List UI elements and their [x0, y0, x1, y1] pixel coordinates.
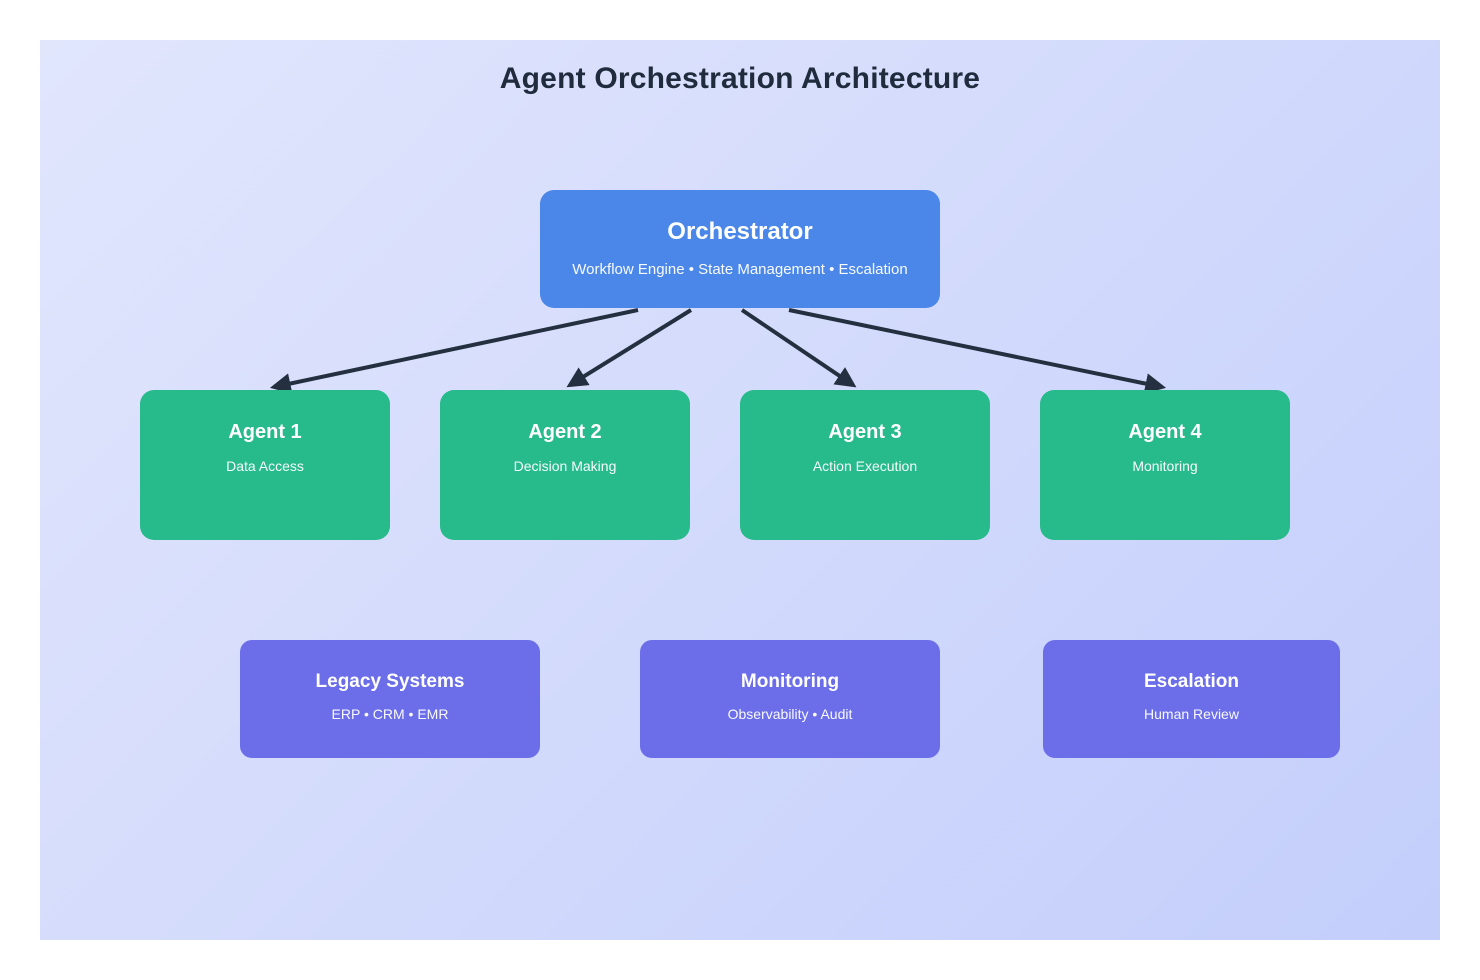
diagram-title: Agent Orchestration Architecture [499, 62, 981, 95]
agent-4-subtitle: Monitoring [1132, 458, 1198, 474]
monitoring-node: Monitoring Observability • Audit [640, 640, 940, 758]
legacy-systems-subtitle: ERP • CRM • EMR [331, 706, 449, 722]
agent-3-node: Agent 3 Action Execution [740, 390, 990, 540]
agent-1-node: Agent 1 Data Access [140, 390, 390, 540]
orchestrator-title: Orchestrator [667, 218, 813, 245]
orchestrator-subtitle: Workflow Engine • State Management • Esc… [572, 261, 908, 278]
orchestrator-node: Orchestrator Workflow Engine • State Man… [540, 190, 940, 308]
arrow-orchestrator-agent-4 [788, 308, 1167, 394]
monitoring-subtitle: Observability • Audit [727, 706, 853, 722]
agent-2-title: Agent 2 [528, 421, 602, 443]
agent-1-title: Agent 1 [228, 421, 302, 443]
escalation-title: Escalation [1143, 671, 1240, 692]
agent-2-node: Agent 2 Decision Making [440, 390, 690, 540]
monitoring-title: Monitoring [740, 671, 840, 692]
escalation-subtitle: Human Review [1144, 706, 1239, 722]
arrow-orchestrator-agent-2 [566, 308, 693, 388]
agent-2-subtitle: Decision Making [513, 458, 617, 474]
arrow-orchestrator-agent-3 [740, 308, 857, 388]
agent-3-title: Agent 3 [828, 421, 902, 443]
escalation-node: Escalation Human Review [1043, 640, 1340, 758]
agent-3-subtitle: Action Execution [812, 458, 918, 474]
agent-1-subtitle: Data Access [226, 458, 304, 474]
diagram-canvas: Agent Orchestration Architecture Orchest… [40, 40, 1440, 940]
agent-4-node: Agent 4 Monitoring [1040, 390, 1290, 540]
legacy-systems-title: Legacy Systems [315, 671, 465, 692]
agent-4-title: Agent 4 [1128, 421, 1202, 443]
arrow-orchestrator-agent-1 [269, 308, 639, 394]
legacy-systems-node: Legacy Systems ERP • CRM • EMR [240, 640, 540, 758]
